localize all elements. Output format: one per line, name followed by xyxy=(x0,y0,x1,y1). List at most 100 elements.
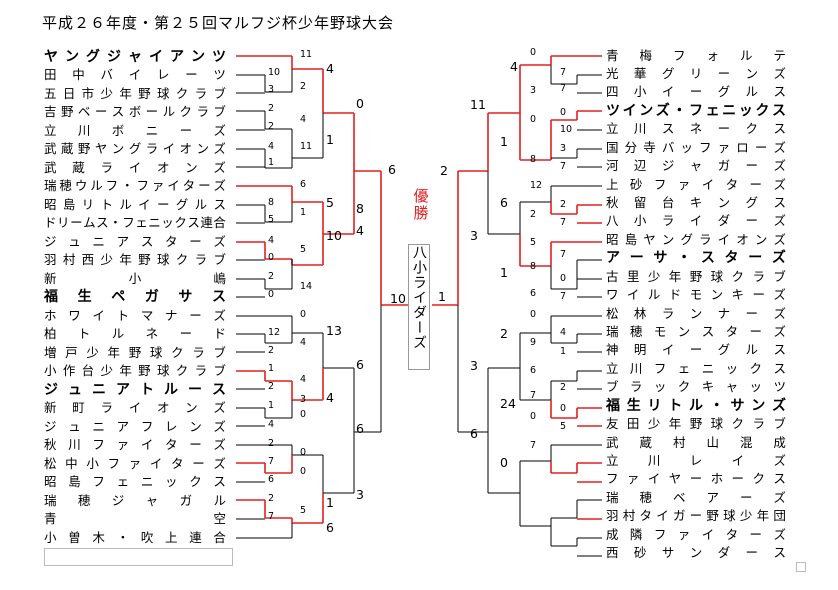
score-97: 6 xyxy=(470,426,478,441)
right-team-12: アーサ・スターズ xyxy=(606,250,786,267)
left-team-5: 立川ボニーズ xyxy=(44,122,226,138)
score-96: 5 xyxy=(560,421,567,432)
score-61: 3 xyxy=(530,85,537,96)
score-53: 6 xyxy=(356,421,364,436)
right-team-11: 昭島ヤングライオンズ xyxy=(606,231,786,247)
score-43: 4 xyxy=(326,390,334,405)
score-22: 0 xyxy=(268,252,275,263)
right-team-24: ファイヤーホークス xyxy=(606,471,786,487)
score-68: 8 xyxy=(530,154,537,165)
score-50: 5 xyxy=(300,505,307,516)
score-7: 4 xyxy=(300,114,307,125)
right-team-17: 神明イーグルス xyxy=(606,342,786,358)
right-team-28: 西砂サンダース xyxy=(606,545,786,561)
left-team-10: ドリームス・フェニックス連合 xyxy=(44,215,226,230)
right-team-15: 松林ランナーズ xyxy=(606,305,786,321)
right-team-6: 国分寺バッファローズ xyxy=(606,139,786,155)
score-47: 0 xyxy=(300,466,307,477)
score-14: 8 xyxy=(356,201,364,216)
left-team-11: ジュニアスターズ xyxy=(44,233,226,249)
score-10: 1 xyxy=(326,132,334,147)
score-54: 3 xyxy=(356,487,364,502)
right-team-8: 上砂ファイターズ xyxy=(606,176,786,192)
right-team-19: ブラックキャッツ xyxy=(606,379,786,395)
empty-entry-box xyxy=(44,548,233,566)
right-team-7: 河辺ジャガーズ xyxy=(606,158,786,174)
score-44: 2 xyxy=(268,438,275,449)
score-83: 6 xyxy=(530,288,537,299)
score-35: 1 xyxy=(268,363,275,374)
score-77: 5 xyxy=(530,237,537,248)
score-39: 3 xyxy=(300,394,307,405)
score-87: 9 xyxy=(530,337,537,348)
left-team-21: ジュニアフレンズ xyxy=(44,418,226,434)
right-team-9: 秋留台キングス xyxy=(606,194,786,210)
left-team-24: 昭島フェニックス xyxy=(44,474,226,489)
score-37: 2 xyxy=(268,381,275,392)
score-75: 7 xyxy=(560,217,567,228)
right-team-1: 青梅フォルテ xyxy=(606,47,786,63)
left-team-3: 五日市少年野球クラブ xyxy=(44,85,226,101)
score-55: 6 xyxy=(326,520,334,535)
score-19: 5 xyxy=(268,214,275,225)
right-team-16: 瑞穂モンスターズ xyxy=(606,323,786,339)
score-13: 1 xyxy=(268,157,275,168)
score-88: 1 xyxy=(560,346,567,357)
score-34: 2 xyxy=(268,345,275,356)
score-17: 8 xyxy=(268,197,275,208)
score-41: 0 xyxy=(300,409,307,420)
score-84: 2 xyxy=(500,326,508,341)
score-16: 5 xyxy=(326,195,334,210)
score-33: 4 xyxy=(300,337,307,348)
score-23: 10 xyxy=(326,228,342,243)
right-team-23: 立川レイズ xyxy=(606,452,786,468)
score-92: 24 xyxy=(500,396,516,411)
score-20: 4 xyxy=(268,235,275,246)
score-18: 1 xyxy=(300,207,307,218)
score-36: 4 xyxy=(300,374,307,385)
right-team-18: 立川フェニックス xyxy=(606,360,786,376)
left-team-12: 羽村西少年野球クラブ xyxy=(44,252,226,267)
right-team-22: 武蔵村山混成 xyxy=(606,434,786,450)
score-25: 14 xyxy=(300,281,313,292)
score-11: 4 xyxy=(268,141,275,152)
left-team-2: 田中バイレーツ xyxy=(44,67,226,82)
score-79: 1 xyxy=(500,265,508,280)
score-70: 7 xyxy=(560,161,567,172)
score-85: 0 xyxy=(530,309,537,320)
right-team-26: 羽村タイガー野球少年団 xyxy=(606,508,786,524)
score-90: 6 xyxy=(530,365,537,376)
score-3: 10 xyxy=(268,67,281,78)
score-12: 11 xyxy=(300,141,313,152)
score-24: 2 xyxy=(268,271,275,282)
left-team-6: 武蔵野ヤングライオンズ xyxy=(44,141,226,156)
champion-box: 八小ライダーズ xyxy=(408,244,430,370)
score-40: 1 xyxy=(268,400,275,411)
score-38: 6 xyxy=(356,357,364,372)
score-46: 7 xyxy=(268,456,275,467)
right-team-25: 瑞穂ベアーズ xyxy=(606,489,786,505)
score-49: 2 xyxy=(268,493,275,504)
score-31: 13 xyxy=(326,323,342,338)
score-65: 0 xyxy=(560,107,567,118)
left-team-17: 増戸少年野球クラブ xyxy=(44,344,226,360)
score-89: 3 xyxy=(470,358,478,373)
left-team-4: 吉野ベースボールクラブ xyxy=(44,104,226,119)
score-80: 8 xyxy=(530,261,537,272)
score-45: 0 xyxy=(300,447,307,458)
score-27: 0 xyxy=(268,289,275,300)
left-team-15: ホワイトマナーズ xyxy=(44,307,226,323)
left-team-9: 昭島リトルイーグルス xyxy=(44,196,226,212)
score-74: 2 xyxy=(530,209,537,220)
score-99: 7 xyxy=(530,440,537,451)
right-team-2: 光華グリーンズ xyxy=(606,65,786,81)
score-42: 4 xyxy=(268,419,275,430)
left-team-8: 瑞穂ウルフ・ファイターズ xyxy=(44,178,226,193)
left-team-26: 青空 xyxy=(44,511,226,526)
right-team-14: ワイルドモンキーズ xyxy=(606,287,786,303)
score-21: 5 xyxy=(300,244,307,255)
score-1: 11 xyxy=(300,49,313,60)
left-team-16: 柏トルネード xyxy=(44,326,226,341)
score-67: 10 xyxy=(560,124,573,135)
